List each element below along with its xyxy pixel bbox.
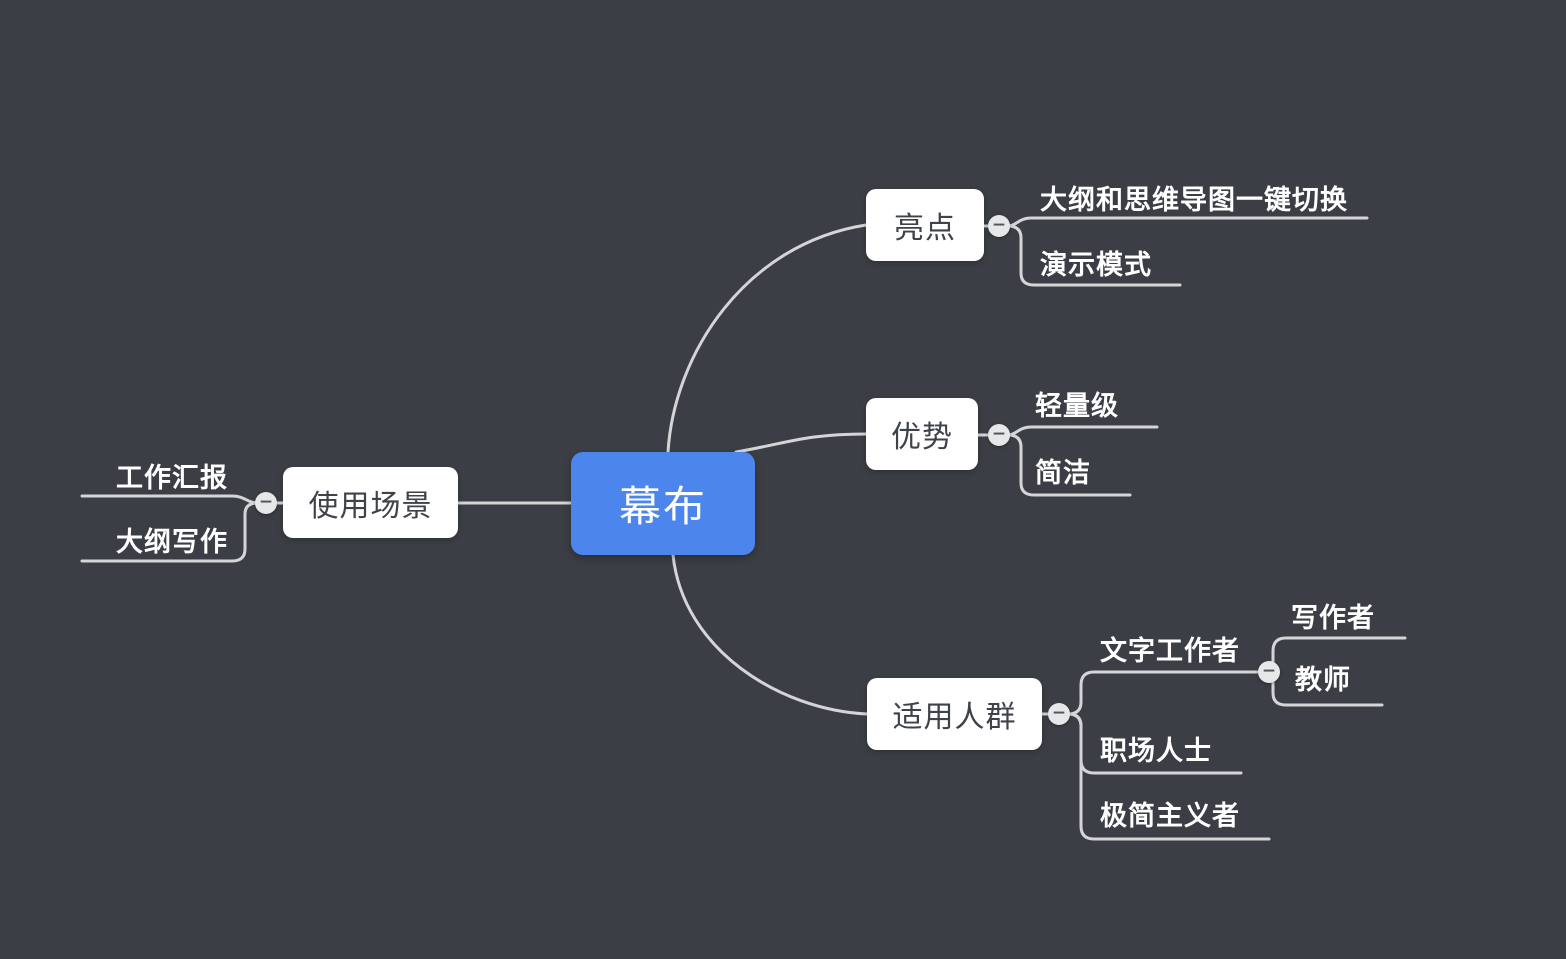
underline-minimalists <box>1066 712 1271 841</box>
connector-root-highlights <box>666 223 868 454</box>
underline-work-report <box>80 494 260 505</box>
collapse-button-text-workers[interactable]: − <box>1258 661 1280 683</box>
underline-concise <box>1006 433 1132 497</box>
underline-lightweight <box>1006 425 1159 437</box>
leaf-node-outline-mindmap-switch[interactable]: 大纲和思维导图一键切换 <box>1040 185 1348 216</box>
leaf-node-concise[interactable]: 简洁 <box>1035 458 1091 489</box>
underline-writers <box>1271 636 1407 674</box>
leaf-node-office-workers[interactable]: 职场人士 <box>1100 736 1212 767</box>
leaf-node-writers[interactable]: 写作者 <box>1291 603 1375 634</box>
leaf-node-outline-writing[interactable]: 大纲写作 <box>116 527 228 558</box>
leaf-node-teachers[interactable]: 教师 <box>1295 665 1351 696</box>
underline-teachers <box>1271 670 1384 707</box>
underline-outline-writing <box>80 501 260 563</box>
underline-text-workers <box>1066 670 1264 716</box>
root-node[interactable]: 幕布 <box>571 452 755 555</box>
leaf-node-presentation-mode[interactable]: 演示模式 <box>1040 250 1152 281</box>
leaf-node-work-report[interactable]: 工作汇报 <box>116 463 228 494</box>
minus-icon: − <box>991 423 1007 444</box>
branch-node-advantages[interactable]: 优势 <box>866 398 978 470</box>
leaf-node-minimalists[interactable]: 极简主义者 <box>1100 801 1240 832</box>
collapse-button-highlights[interactable]: − <box>988 215 1010 237</box>
underline-presentation-mode <box>1006 224 1182 287</box>
branch-node-target-users[interactable]: 适用人群 <box>867 678 1042 750</box>
leaf-node-lightweight[interactable]: 轻量级 <box>1035 391 1119 422</box>
collapse-button-advantages[interactable]: − <box>988 424 1010 446</box>
leaf-node-text-workers[interactable]: 文字工作者 <box>1100 636 1240 667</box>
collapse-button-usage-scenarios[interactable]: − <box>255 492 277 514</box>
minus-icon: − <box>1261 660 1277 681</box>
branch-node-usage-scenarios[interactable]: 使用场景 <box>283 467 458 538</box>
minus-icon: − <box>991 214 1007 235</box>
minus-icon: − <box>258 491 274 512</box>
branch-node-highlights[interactable]: 亮点 <box>866 189 984 261</box>
minus-icon: − <box>1051 702 1067 723</box>
collapse-button-target-users[interactable]: − <box>1048 703 1070 725</box>
connector-root-audience <box>671 553 869 716</box>
connector-root-advantages <box>734 432 868 454</box>
underline-outline-mindmap-switch <box>1006 216 1369 228</box>
